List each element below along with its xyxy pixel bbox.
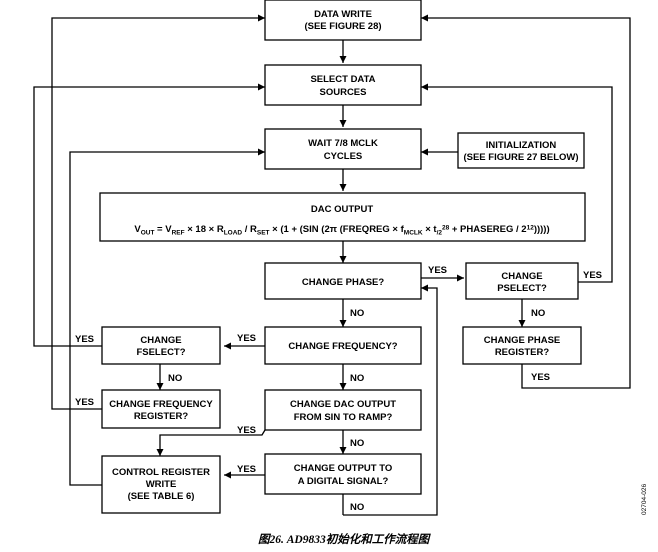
initialization-box: INITIALIZATION (SEE FIGURE 27 BELOW) xyxy=(457,132,585,169)
digital-line1: CHANGE OUTPUT TO xyxy=(294,463,393,474)
control-reg-line1: CONTROL REGISTER xyxy=(112,467,210,478)
no-label-phase: NO xyxy=(350,308,364,319)
data-write-box: DATA WRITE (SEE FIGURE 28) xyxy=(264,0,422,41)
no-label-digital: NO xyxy=(350,502,364,513)
yes-label-phase-register: YES xyxy=(531,372,550,383)
yes-label-fselect: YES xyxy=(75,334,94,345)
change-phase-register-box: CHANGE PHASE REGISTER? xyxy=(462,326,582,365)
data-write-line2: (SEE FIGURE 28) xyxy=(304,21,381,32)
change-frequency-register-box: CHANGE FREQUENCY REGISTER? xyxy=(101,389,221,429)
change-frequency-box: CHANGE FREQUENCY? xyxy=(264,326,422,365)
branch-labels: YES YES NO NO YES YES YES NO NO YES YES … xyxy=(75,265,602,513)
wait-line2: CYCLES xyxy=(324,151,363,162)
no-label-pselect: NO xyxy=(531,308,545,319)
wait-cycles-box: WAIT 7/8 MCLK CYCLES xyxy=(264,128,422,170)
yes-label-phase: YES xyxy=(428,265,447,276)
figure-caption: 图26. AD9833初始化和工作流程图 xyxy=(258,533,432,546)
yes-label-frequency-register: YES xyxy=(75,397,94,408)
control-reg-line2: WRITE xyxy=(146,479,177,490)
yes-label-pselect: YES xyxy=(583,270,602,281)
change-phase-label: CHANGE PHASE? xyxy=(302,277,385,288)
freq-reg-line1: CHANGE FREQUENCY xyxy=(109,399,213,410)
no-label-fselect: NO xyxy=(168,373,182,384)
yes-label-frequency: YES xyxy=(237,333,256,344)
no-label-frequency: NO xyxy=(350,373,364,384)
no-label-dac-output: NO xyxy=(350,438,364,449)
change-dac-output-box: CHANGE DAC OUTPUT FROM SIN TO RAMP? xyxy=(264,389,422,431)
dac-output-formula: VOUT = VREF × 18 × RLOAD / RSET × (1 + (… xyxy=(134,224,549,237)
pselect-line1: CHANGE xyxy=(501,271,542,282)
initialization-line2: (SEE FIGURE 27 BELOW) xyxy=(463,152,578,163)
wait-line1: WAIT 7/8 MCLK xyxy=(308,138,378,149)
freq-reg-line2: REGISTER? xyxy=(134,411,189,422)
digital-line2: A DIGITAL SIGNAL? xyxy=(298,476,389,487)
dac-output-box: DAC OUTPUT VOUT = VREF × 18 × RLOAD / RS… xyxy=(99,192,586,242)
connectors xyxy=(33,14,631,516)
control-reg-line3: (SEE TABLE 6) xyxy=(128,491,195,502)
initialization-line1: INITIALIZATION xyxy=(486,140,557,151)
dac-change-line1: CHANGE DAC OUTPUT xyxy=(290,399,396,410)
select-sources-line2: SOURCES xyxy=(320,87,367,98)
select-data-sources-box: SELECT DATA SOURCES xyxy=(264,64,422,106)
phase-reg-line1: CHANGE PHASE xyxy=(484,335,561,346)
fselect-line1: CHANGE xyxy=(140,335,181,346)
control-register-write-box: CONTROL REGISTER WRITE (SEE TABLE 6) xyxy=(101,455,221,514)
fselect-line2: FSELECT? xyxy=(136,347,185,358)
select-sources-line1: SELECT DATA xyxy=(310,74,375,85)
change-pselect-box: CHANGE PSELECT? xyxy=(465,262,579,300)
data-write-line1: DATA WRITE xyxy=(314,9,372,20)
change-digital-signal-box: CHANGE OUTPUT TO A DIGITAL SIGNAL? xyxy=(264,453,422,495)
dac-output-title: DAC OUTPUT xyxy=(311,204,373,215)
yes-label-dac-output: YES xyxy=(237,425,256,436)
pselect-line2: PSELECT? xyxy=(497,283,547,294)
change-frequency-label: CHANGE FREQUENCY? xyxy=(288,341,397,352)
change-fselect-box: CHANGE FSELECT? xyxy=(101,326,221,365)
yes-label-digital: YES xyxy=(237,464,256,475)
change-phase-box: CHANGE PHASE? xyxy=(264,262,422,300)
dac-change-line2: FROM SIN TO RAMP? xyxy=(294,412,393,423)
phase-reg-line2: REGISTER? xyxy=(495,347,550,358)
figure-code: 02704-026 xyxy=(641,484,648,515)
